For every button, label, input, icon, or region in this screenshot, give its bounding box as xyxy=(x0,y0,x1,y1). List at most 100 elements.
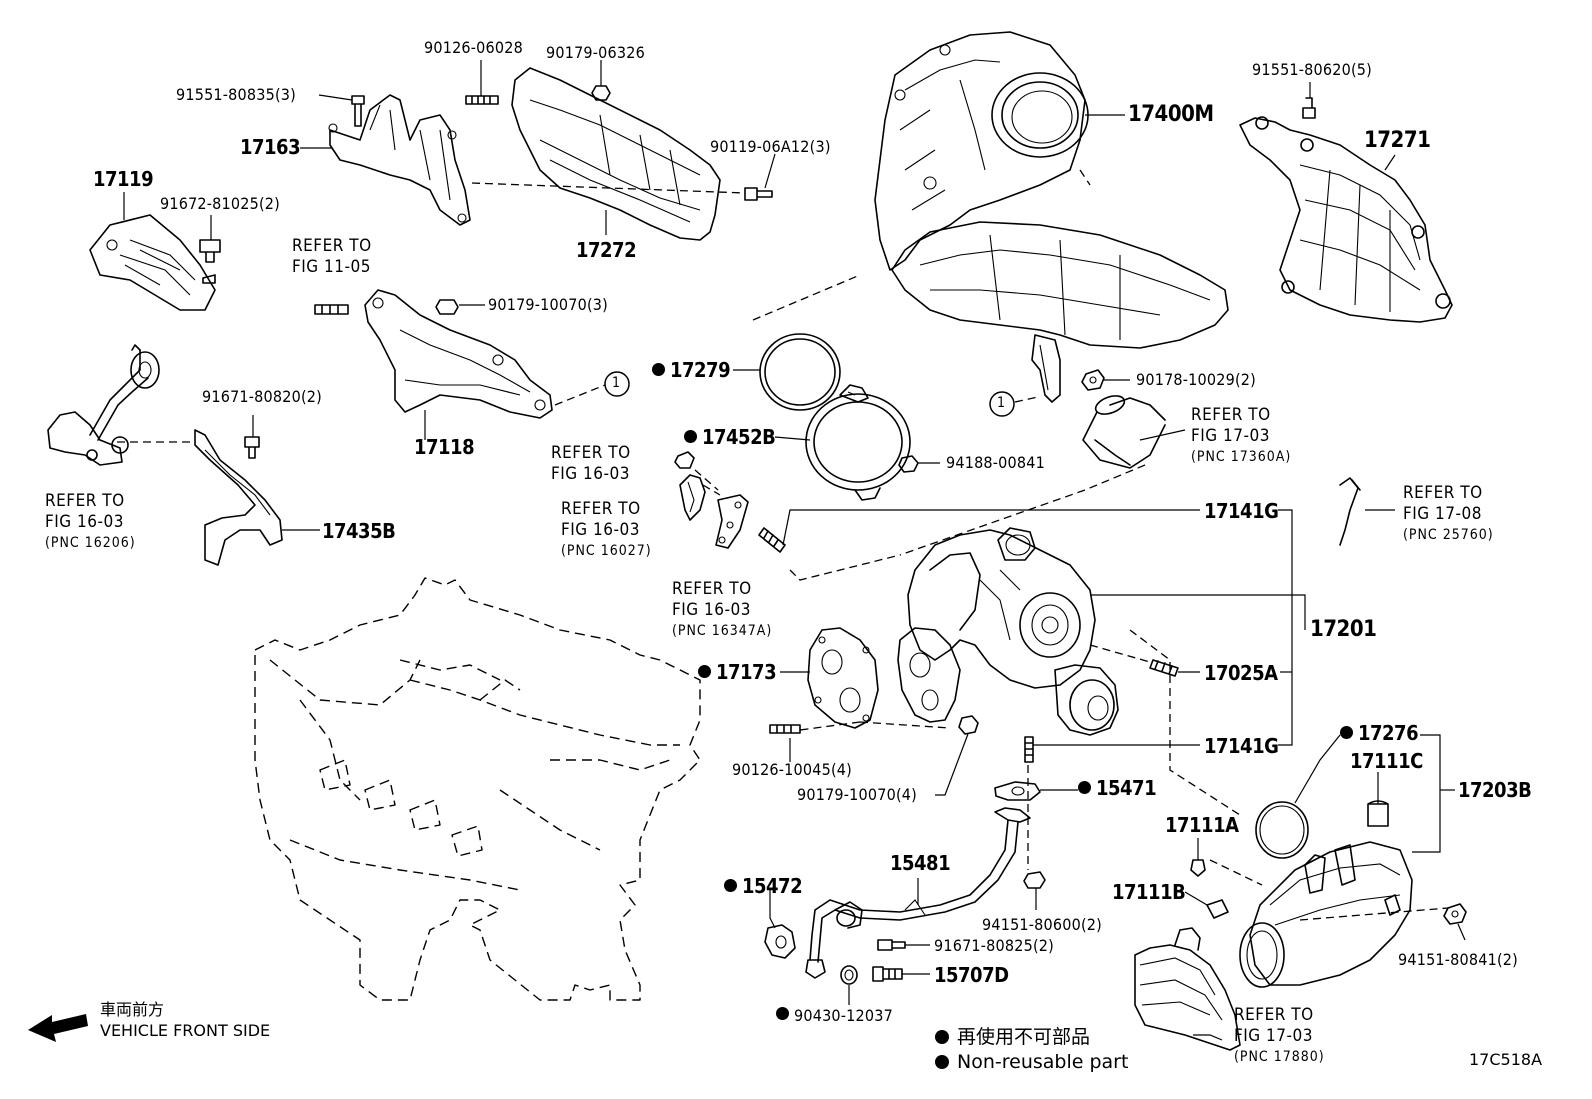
leader-lines xyxy=(123,60,1466,1041)
heat-insulator-17271 xyxy=(1239,116,1453,323)
label-90119-06A12: 90119-06A12(3) xyxy=(710,137,831,156)
nut-94188-00841 xyxy=(898,455,919,473)
gasket-90430-12037 xyxy=(840,965,858,985)
bracket-17119 xyxy=(89,214,216,311)
label-90430-12037: 90430-12037 xyxy=(776,1007,893,1024)
gasket-17279 xyxy=(759,333,841,411)
label-17118: 17118 xyxy=(414,435,475,459)
label-90178-10029: 90178-10029(2) xyxy=(1136,370,1256,389)
heat-insulator-17272 xyxy=(511,67,721,241)
clamp-17452B xyxy=(805,384,911,501)
bolt-91672-81025 xyxy=(199,239,221,263)
refer-fig-16-03-16206: REFER TO FIG 16-03 (PNC 16206) xyxy=(45,491,136,551)
non-reusable-dot xyxy=(652,363,665,376)
legend-jp: 再使用不可部品 xyxy=(935,1028,1090,1047)
refer-fig-11-05: REFER TO FIG 11-05 xyxy=(292,236,372,277)
insulator-bracket-17163 xyxy=(328,94,471,226)
gasket-15471 xyxy=(994,781,1041,801)
label-94151-80600: 94151-80600(2) xyxy=(982,915,1102,934)
label-15472: 15472 xyxy=(724,876,803,896)
label-91551-80835: 91551-80835(3) xyxy=(176,85,296,104)
non-reusable-dot xyxy=(684,430,697,443)
label-91551-80620: 91551-80620(5) xyxy=(1252,60,1372,79)
label-17163: 17163 xyxy=(240,135,301,159)
label-15471: 15471 xyxy=(1078,778,1157,798)
non-reusable-dot xyxy=(724,879,737,892)
engine-block-outline xyxy=(254,577,701,1001)
nut-94151-80841 xyxy=(1443,903,1467,925)
label-94151-80841: 94151-80841(2) xyxy=(1398,950,1518,969)
non-reusable-dot xyxy=(1340,726,1353,739)
dashed-links xyxy=(117,169,1449,921)
bolt-90119-06A12 xyxy=(744,187,773,201)
legend-en: Non-reusable part xyxy=(935,1053,1128,1072)
bracket-17435B xyxy=(47,344,283,566)
gasket-17276 xyxy=(1255,801,1309,859)
stud-90126-06028 xyxy=(465,95,499,105)
intake-hose-fig-17-03 xyxy=(1134,927,1241,1051)
label-94188-00841: 94188-00841 xyxy=(946,453,1045,472)
non-reusable-dot xyxy=(776,1007,789,1020)
label-17119: 17119 xyxy=(93,167,154,191)
bolt-15707D xyxy=(872,966,903,982)
callout-number-left: 1 xyxy=(612,375,621,391)
label-17141G-top: 17141G xyxy=(1204,499,1279,523)
nut-90179-10070-4 xyxy=(958,715,979,735)
refer-fig-17-03-17360A: REFER TO FIG 17-03 (PNC 17360A) xyxy=(1191,405,1292,465)
label-17111B: 17111B xyxy=(1112,880,1186,904)
hose-fig-17-08 xyxy=(1339,477,1361,546)
label-91671-80825: 91671-80825(2) xyxy=(934,936,1054,955)
label-90126-10045: 90126-10045(4) xyxy=(732,760,852,779)
label-90179-06326: 90179-06326 xyxy=(546,43,645,62)
gasket-17173 xyxy=(807,627,879,729)
turbocharger-17201 xyxy=(897,527,1119,736)
stud-bolt xyxy=(758,527,786,553)
label-17400M: 17400M xyxy=(1128,102,1214,127)
label-17452B: 17452B xyxy=(684,427,776,447)
label-17279: 17279 xyxy=(652,360,731,380)
label-17201: 17201 xyxy=(1310,617,1377,642)
gasket-15472 xyxy=(764,924,796,959)
refer-fig-17-08-25760: REFER TO FIG 17-08 (PNC 25760) xyxy=(1403,483,1494,543)
stud-17025A xyxy=(1149,659,1179,677)
label-17203B: 17203B xyxy=(1458,778,1532,802)
non-reusable-dot xyxy=(698,665,711,678)
non-reusable-dot xyxy=(1078,781,1091,794)
intercooler-17203B xyxy=(1239,841,1413,988)
vehicle-front-side: 車両前方 VEHICLE FRONT SIDE xyxy=(100,1000,271,1040)
non-reusable-dot xyxy=(935,1030,949,1044)
label-15707D: 15707D xyxy=(934,963,1009,987)
label-90179-10070-4: 90179-10070(4) xyxy=(797,785,917,804)
callout-number-right: 1 xyxy=(997,395,1006,411)
pipe-fig-17-03-17360A xyxy=(1082,395,1166,469)
nut-90179-06326 xyxy=(591,85,611,101)
arrow-left-icon xyxy=(28,1014,88,1042)
refer-fig-17-03-17880: REFER TO FIG 17-03 (PNC 17880) xyxy=(1234,1005,1325,1065)
label-17271: 17271 xyxy=(1364,128,1431,153)
bolt-91551-80620 xyxy=(1302,97,1316,119)
label-17141G-bottom: 17141G xyxy=(1204,734,1279,758)
label-91672-81025: 91672-81025(2) xyxy=(160,194,280,213)
label-17276: 17276 xyxy=(1340,723,1419,743)
label-15481: 15481 xyxy=(890,851,951,875)
plug-17111A xyxy=(1190,859,1206,877)
label-17272: 17272 xyxy=(576,238,637,262)
bracket-17118 xyxy=(364,289,553,419)
nut-90179-10070-3 xyxy=(435,299,459,315)
label-90179-10070-3: 90179-10070(3) xyxy=(488,295,608,314)
non-reusable-dot xyxy=(935,1055,949,1069)
figure-id: 17C518A xyxy=(1469,1050,1543,1069)
stud-90126-10045 xyxy=(769,724,801,734)
stud-fig-11-05 xyxy=(314,304,349,315)
label-91671-80820: 91671-80820(2) xyxy=(202,387,322,406)
label-17111A: 17111A xyxy=(1165,813,1239,837)
exhaust-manifold-17400M xyxy=(874,31,1229,403)
label-17111C: 17111C xyxy=(1350,749,1423,773)
bolt-91671-80825 xyxy=(877,939,906,951)
refer-fig-16-03-16027: REFER TO FIG 16-03 (PNC 16027) xyxy=(561,499,652,559)
refer-fig-16-03-16347A: REFER TO FIG 16-03 (PNC 16347A) xyxy=(672,579,773,639)
nut-94151-80600 xyxy=(1023,871,1046,889)
label-17025A: 17025A xyxy=(1204,661,1278,685)
stud-17141G xyxy=(1024,736,1034,763)
